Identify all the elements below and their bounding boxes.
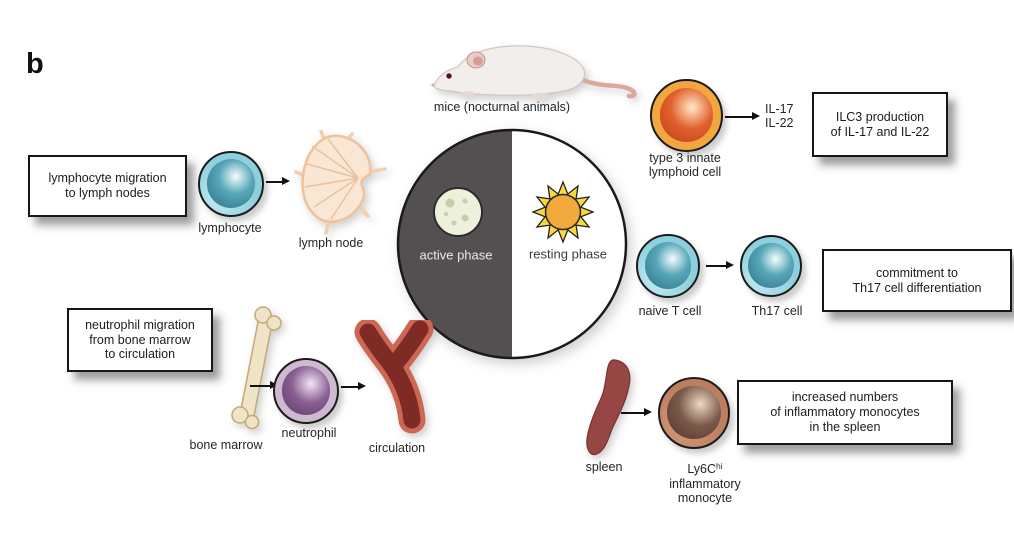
arrow-ilc3-to-cytokines [725,111,760,121]
neutrophil-migration-box: neutrophil migration from bone marrow to… [67,308,213,372]
th17-cell [740,235,802,297]
lymphocyte-label: lymphocyte [198,221,262,235]
th17-cell-label: Th17 cell [751,304,803,318]
lymph-node-icon [294,129,387,235]
day-night-cycle-diagram: active phase resting phase [395,127,629,361]
monocyte-label-superscript: hi [716,461,723,472]
neutrophil-nucleus [281,366,331,415]
ilc3-production-box: ILC3 production of IL-17 and IL-22 [812,92,948,157]
sun-icon [531,180,595,244]
bone-icon [231,306,282,430]
monocyte-label-rest: inflammatory monocyte [669,476,741,506]
spleen-label: spleen [585,460,623,474]
neutrophil-cell [273,358,339,424]
naive-t-nucleus [644,242,692,289]
blood-vessel-icon [354,315,434,434]
panel-label: b [26,48,44,80]
resting-phase-label: resting phase [528,246,608,262]
mouse-illustration [430,40,642,100]
arrow-spleen-to-monocyte [621,407,652,417]
th17-commitment-box: commitment to Th17 cell differentiation [822,249,1012,312]
naive-t-cell [636,234,700,298]
cytokines-label: IL-17 IL-22 [765,102,794,131]
circulation-label: circulation [368,441,426,455]
monocyte-nucleus [667,385,721,439]
bone-marrow-label: bone marrow [189,438,263,452]
spleen-illustration [584,357,640,461]
active-phase-label: active phase [419,247,493,263]
ilc3-cell [650,79,723,152]
lymph-node-illustration [294,129,388,236]
monocyte-cell [658,377,730,449]
arrow-lymphocyte-to-lymph-node [266,176,290,186]
lymphocyte-nucleus [206,159,256,208]
moon-icon [433,187,483,237]
lymph-node-label: lymph node [298,236,364,250]
arrow-bone-to-neutrophil [250,380,278,390]
ilc3-nucleus [659,87,714,142]
lymphocyte-cell [198,151,264,217]
naive-t-cell-label: naive T cell [638,304,702,318]
phase-circle-graphic [396,128,628,360]
ilc3-label: type 3 innate lymphoid cell [648,151,722,180]
lymphocyte-migration-box: lymphocyte migration to lymph nodes [28,155,187,217]
bone-marrow-illustration [228,304,286,434]
neutrophil-label: neutrophil [281,426,337,440]
monocyte-increase-box: increased numbers of inflammatory monocy… [737,380,953,445]
mouse-icon [431,45,637,100]
arrow-naive-to-th17 [706,260,734,270]
spleen-icon [586,359,631,456]
monocyte-label-base: Ly6C [687,462,717,477]
arrow-neutrophil-to-circulation [341,381,366,391]
circulation-illustration [349,315,441,436]
mouse-caption: mice (nocturnal animals) [433,100,571,114]
th17-nucleus [748,242,794,289]
monocyte-label: Ly6Chi inflammatory monocyte [669,448,741,520]
